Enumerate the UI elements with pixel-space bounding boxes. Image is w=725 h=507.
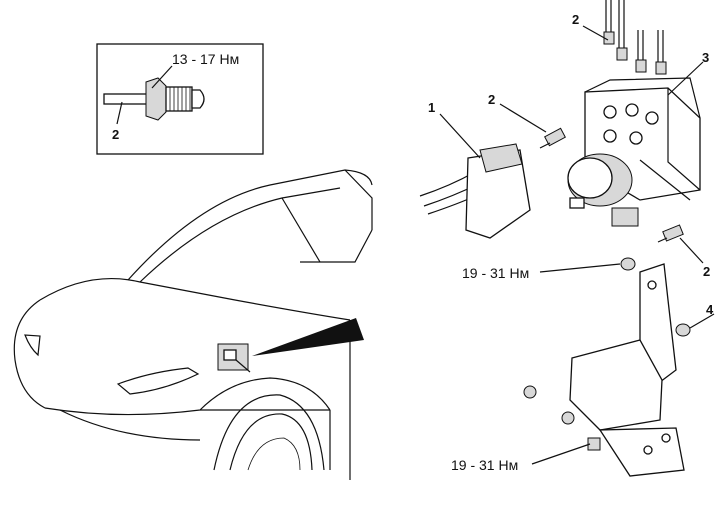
inset-torque-label: 13 - 17 Нм (172, 51, 239, 67)
abs-hydraulic-unit (567, 77, 701, 227)
callout-part-3: 3 (702, 50, 709, 65)
torque-label-upper: 19 - 31 Нм (462, 265, 529, 281)
callout-part-2-lower: 2 (703, 264, 710, 279)
torque-label-lower: 19 - 31 Нм (451, 457, 518, 473)
abs-connector (419, 143, 531, 239)
mounting-bracket (569, 263, 685, 477)
leader-lines (439, 25, 715, 465)
callout-part-2-upper: 2 (488, 92, 495, 107)
pointer-wedge (252, 318, 364, 356)
bracket-nuts (523, 257, 691, 451)
inset-callout-2: 2 (112, 127, 119, 142)
callout-part-1: 1 (428, 100, 435, 115)
car-illustration (13, 169, 373, 480)
callout-part-2-top: 2 (572, 12, 579, 27)
callout-part-4: 4 (706, 302, 714, 317)
brake-lines (603, 0, 667, 75)
abs-location-mark (217, 343, 251, 373)
fitting-upper (539, 127, 566, 149)
inset-fitting-detail: 13 - 17 Нм 2 (96, 43, 264, 155)
fitting-lower (657, 224, 684, 243)
